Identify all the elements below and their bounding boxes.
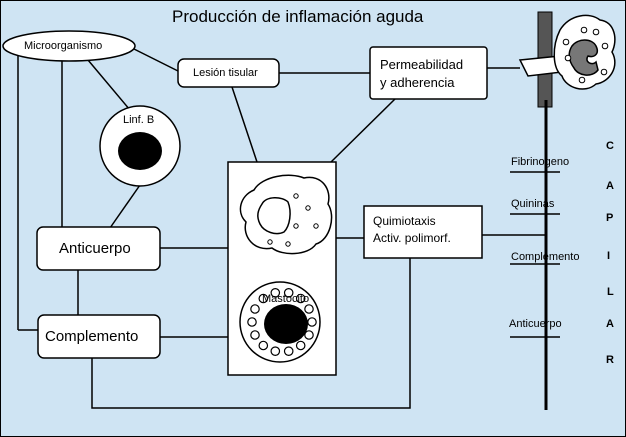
mediator-fibrinogeno: Fibrinogeno — [511, 156, 570, 168]
capilar-letter-i: I — [607, 250, 611, 262]
mastocyte-granule — [258, 340, 269, 351]
mastocyte-granule — [283, 346, 294, 356]
permeabilidad-label: Permeabilidad — [380, 57, 464, 72]
mastocyte-granule — [307, 317, 317, 327]
mastocyte-granule — [250, 330, 260, 340]
mastocyte-granule — [247, 317, 257, 327]
mastocyte-nucleus — [264, 304, 308, 344]
granule — [580, 26, 588, 34]
anticuerpo-node — [36, 226, 161, 271]
mastocyte-granule — [295, 340, 306, 351]
quimiotaxis-node — [363, 205, 483, 259]
capilar-letter-a2: A — [606, 318, 614, 330]
complemento-node — [37, 314, 161, 359]
mastocyte-granule — [270, 346, 281, 356]
mastocyte-granule — [250, 304, 260, 314]
mastocyte-granule — [283, 287, 294, 298]
lesion-tisular-label: Lesión tisular — [193, 67, 258, 79]
granule — [562, 38, 570, 46]
microorganismo-label: Microorganismo — [24, 40, 103, 52]
granule — [285, 241, 291, 247]
mastocyte-granule — [304, 330, 314, 340]
anticuerpo-label: Anticuerpo — [59, 240, 131, 257]
leukocyte-nucleus — [568, 39, 599, 76]
mastocyte-granule — [304, 304, 314, 314]
capilar-letter-r: R — [606, 354, 614, 366]
capilar-letter-a1: A — [606, 180, 614, 192]
granule — [601, 42, 609, 50]
mediator-anticuerpo: Anticuerpo — [509, 318, 562, 330]
granule — [600, 68, 608, 76]
mediator-complemento: Complemento — [511, 251, 580, 263]
granule — [267, 239, 273, 245]
linf-b-nucleus — [118, 132, 162, 170]
mastocito-box — [227, 161, 337, 376]
linf-b-cell — [99, 105, 181, 187]
capilar-letter-c: C — [606, 140, 614, 152]
capilar-letter-l: L — [607, 286, 614, 298]
capilar-letter-p: P — [606, 212, 614, 224]
adherencia-label: y adherencia — [380, 75, 455, 90]
microorganismo-node — [2, 30, 136, 62]
quimiotaxis-label: Quimiotaxis — [373, 214, 436, 228]
granule — [564, 54, 572, 62]
granule — [305, 205, 311, 211]
mastocyte-granule — [270, 287, 281, 298]
mediator-quininas: Quininas — [511, 198, 555, 210]
complemento-label: Complemento — [45, 328, 139, 345]
leukocyte — [553, 14, 616, 90]
mastocyte-granule — [258, 293, 269, 304]
linf-b-label: Linf. B — [123, 114, 155, 126]
connector-lines — [17, 46, 560, 409]
macrophage-nucleus — [257, 197, 291, 235]
diagram-title: Producción de inflamación aguda — [172, 7, 424, 26]
granule — [592, 28, 600, 36]
mastocito-label: Mastocito — [262, 293, 310, 305]
granule — [578, 76, 586, 84]
mastocyte-granules — [247, 287, 317, 356]
lesion-tisular-node — [177, 58, 280, 88]
granule — [313, 223, 319, 229]
capillary — [518, 11, 563, 410]
granule — [293, 223, 299, 229]
mastocyte-granule — [295, 293, 306, 304]
permeabilidad-node — [369, 46, 488, 100]
granule — [293, 193, 299, 199]
activ-polimorf-label: Activ. polimorf. — [373, 231, 451, 245]
